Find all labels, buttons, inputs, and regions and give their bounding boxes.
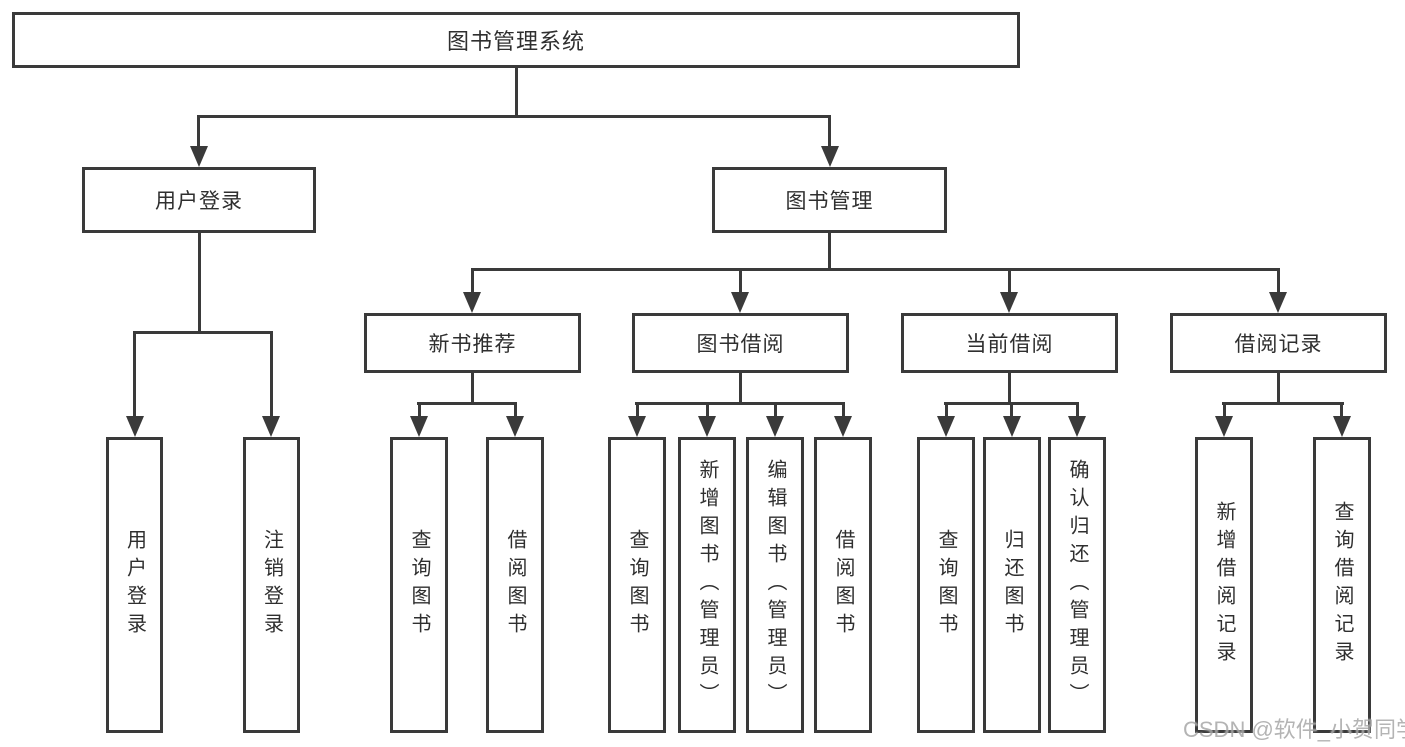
leaf-return-book: 归还图书 <box>983 437 1041 733</box>
connector-arrow-stem <box>270 331 273 417</box>
connector-arrow-stem <box>739 268 742 294</box>
arrowhead-icon <box>821 146 839 167</box>
connector-level3-rail <box>471 268 1279 271</box>
arrowhead-icon <box>190 146 208 167</box>
node-user-login-label: 用户登录 <box>155 190 243 213</box>
connector-arrow-stem <box>1010 402 1013 418</box>
node-new-book-recommend-label: 新书推荐 <box>428 333 517 356</box>
leaf-add-book-admin: 新增图书（管理员） <box>678 437 736 733</box>
connector-arrow-stem <box>514 402 517 418</box>
node-borrow-records: 借阅记录 <box>1170 313 1387 373</box>
leaf-edit-book-admin: 编辑图书（管理员） <box>746 437 804 733</box>
leaf-query-books-borrow: 查询图书 <box>608 437 666 733</box>
leaf-user-login-label: 用户登录 <box>123 529 146 641</box>
leaf-confirm-return-admin: 确认归还（管理员） <box>1048 437 1106 733</box>
connector-root-stem <box>515 68 518 117</box>
connector-arrow-stem <box>1223 402 1226 418</box>
arrowhead-icon <box>1333 416 1351 437</box>
leaf-query-borrow-record-label: 查询借阅记录 <box>1331 501 1353 669</box>
node-book-borrow: 图书借阅 <box>632 313 849 373</box>
node-current-borrow-label: 当前借阅 <box>965 333 1054 356</box>
connector-user-login-stem <box>198 233 201 333</box>
leaf-borrow-books-label: 借阅图书 <box>832 529 854 641</box>
leaf-query-borrow-record: 查询借阅记录 <box>1313 437 1371 733</box>
leaf-borrow-books: 借阅图书 <box>814 437 872 733</box>
leaf-query-books-borrow-label: 查询图书 <box>626 529 648 641</box>
arrowhead-icon <box>628 416 646 437</box>
connector-groupC-stem <box>1008 373 1011 405</box>
connector-arrow-stem <box>418 402 421 418</box>
connector-arrow-stem <box>774 402 777 418</box>
leaf-logout-label: 注销登录 <box>260 529 283 641</box>
arrowhead-icon <box>463 292 481 313</box>
arrowhead-icon <box>410 416 428 437</box>
node-book-borrow-label: 图书借阅 <box>696 333 785 356</box>
leaf-edit-book-admin-label: 编辑图书（管理员） <box>764 459 786 711</box>
connector-arrow-stem <box>706 402 709 418</box>
connector-groupB-stem <box>739 373 742 405</box>
leaf-query-books-current-label: 查询图书 <box>935 529 957 641</box>
connector-level2-rail <box>197 115 831 118</box>
arrowhead-icon <box>1269 292 1287 313</box>
arrowhead-icon <box>1000 292 1018 313</box>
connector-groupA-stem <box>471 373 474 405</box>
connector-book-mgmt-stem <box>828 233 831 270</box>
connector-arrow-stem <box>1008 268 1011 294</box>
connector-groupD-stem <box>1277 373 1280 405</box>
arrowhead-icon <box>506 416 524 437</box>
leaf-logout: 注销登录 <box>243 437 300 733</box>
leaf-query-books-current: 查询图书 <box>917 437 975 733</box>
connector-arrow-stem <box>197 115 200 148</box>
node-book-management-label: 图书管理 <box>785 190 874 213</box>
node-book-management: 图书管理 <box>712 167 947 233</box>
leaf-borrow-books-recommend: 借阅图书 <box>486 437 544 733</box>
arrowhead-icon <box>1215 416 1233 437</box>
connector-user-login-rail <box>133 331 273 334</box>
connector-arrow-stem <box>1277 268 1280 294</box>
node-root: 图书管理系统 <box>12 12 1020 68</box>
node-user-login: 用户登录 <box>82 167 316 233</box>
node-current-borrow: 当前借阅 <box>901 313 1118 373</box>
leaf-return-book-label: 归还图书 <box>1001 529 1023 641</box>
connector-groupB-rail <box>635 402 845 405</box>
connector-arrow-stem <box>636 402 639 418</box>
node-new-book-recommend: 新书推荐 <box>364 313 581 373</box>
leaf-add-borrow-record: 新增借阅记录 <box>1195 437 1253 733</box>
leaf-add-book-admin-label: 新增图书（管理员） <box>696 459 718 711</box>
arrowhead-icon <box>1003 416 1021 437</box>
arrowhead-icon <box>126 416 144 437</box>
leaf-add-borrow-record-label: 新增借阅记录 <box>1213 501 1235 669</box>
connector-arrow-stem <box>1076 402 1079 418</box>
connector-arrow-stem <box>1340 402 1343 418</box>
leaf-user-login: 用户登录 <box>106 437 163 733</box>
leaf-query-books-recommend-label: 查询图书 <box>408 529 430 641</box>
leaf-confirm-return-admin-label: 确认归还（管理员） <box>1066 459 1088 711</box>
arrowhead-icon <box>698 416 716 437</box>
arrowhead-icon <box>262 416 280 437</box>
connector-groupA-rail <box>417 402 517 405</box>
connector-arrow-stem <box>828 115 831 148</box>
connector-arrow-stem <box>842 402 845 418</box>
arrowhead-icon <box>731 292 749 313</box>
arrowhead-icon <box>937 416 955 437</box>
node-borrow-records-label: 借阅记录 <box>1234 333 1323 356</box>
leaf-query-books-recommend: 查询图书 <box>390 437 448 733</box>
connector-arrow-stem <box>133 331 136 417</box>
leaf-borrow-books-recommend-label: 借阅图书 <box>504 529 526 641</box>
connector-arrow-stem <box>471 268 474 294</box>
arrowhead-icon <box>1068 416 1086 437</box>
connector-groupD-rail <box>1222 402 1344 405</box>
arrowhead-icon <box>834 416 852 437</box>
arrowhead-icon <box>766 416 784 437</box>
connector-arrow-stem <box>945 402 948 418</box>
node-root-label: 图书管理系统 <box>446 29 585 54</box>
csdn-watermark: CSDN @软件_小贺同学 <box>1183 717 1405 742</box>
